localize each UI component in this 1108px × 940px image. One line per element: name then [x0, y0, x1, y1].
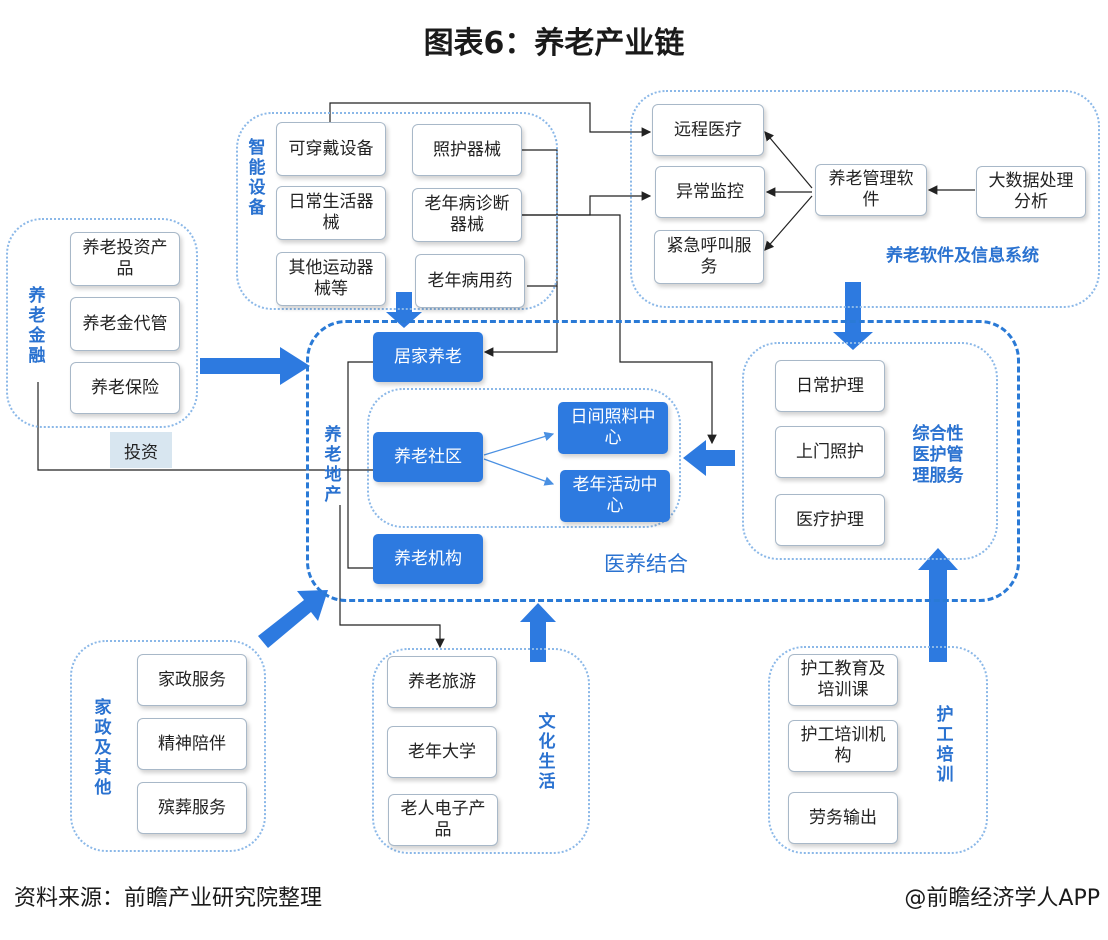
- smart-devices-label: 智能设备: [248, 138, 266, 218]
- finance-group: [6, 218, 198, 428]
- culture-tourism: 养老旅游: [387, 656, 497, 708]
- software-bigdata: 大数据处理分析: [976, 166, 1086, 218]
- device-geriatric-medicine: 老年病用药: [415, 254, 525, 308]
- medical-nursing: 医疗护理: [775, 494, 885, 546]
- training-labor-export: 劳务输出: [788, 792, 898, 844]
- integration-label: 医养结合: [604, 552, 688, 576]
- software-telemedicine: 远程医疗: [652, 104, 764, 156]
- finance-insurance: 养老保险: [70, 362, 180, 414]
- arrow-software-to-medical: [833, 282, 873, 350]
- integration-group: [306, 320, 1020, 602]
- arrow-culture-to-integration: [520, 603, 556, 662]
- medical-care-label: 综合性医护管理服务: [912, 424, 964, 486]
- software-label: 养老软件及信息系统: [886, 246, 1039, 266]
- arrow-devices-to-home: [386, 292, 422, 328]
- smart-devices-group: [236, 112, 558, 310]
- medical-home-visit: 上门照护: [775, 426, 885, 478]
- software-management: 养老管理软件: [815, 164, 927, 216]
- household-domestic-service: 家政服务: [137, 654, 247, 706]
- finance-investment-product: 养老投资产品: [70, 232, 180, 286]
- household-funeral: 殡葬服务: [137, 782, 247, 834]
- device-care-equipment: 照护器械: [412, 124, 522, 176]
- arrow-medical-to-activity: [683, 440, 735, 476]
- software-monitoring: 异常监控: [655, 166, 765, 218]
- credit-note: @前瞻经济学人APP: [904, 886, 1100, 911]
- culture-electronics: 老人电子产品: [388, 794, 498, 846]
- software-emergency-call: 紧急呼叫服务: [654, 230, 764, 284]
- finance-pension-custody: 养老金代管: [70, 297, 180, 351]
- household-label: 家政及其他: [94, 698, 112, 798]
- finance-label: 养老金融: [28, 286, 46, 366]
- software-group: [630, 90, 1100, 308]
- invest-label: 投资: [110, 432, 172, 468]
- device-exercise: 其他运动器械等: [276, 252, 386, 306]
- household-companionship: 精神陪伴: [137, 718, 247, 770]
- culture-group: [372, 648, 590, 854]
- day-care-center: 日间照料中心: [558, 402, 668, 454]
- device-wearable: 可穿戴设备: [276, 122, 386, 176]
- arrow-training-to-medical: [918, 548, 958, 662]
- source-note: 资料来源：前瞻产业研究院整理: [14, 886, 323, 911]
- training-group: [768, 646, 988, 854]
- device-diagnosis: 老年病诊断器械: [412, 188, 522, 242]
- page-title: 图表6：养老产业链: [423, 26, 685, 61]
- arrow-finance-to-realestate: [200, 347, 310, 385]
- training-label: 护工培训: [936, 705, 954, 785]
- arrow-household-to-realestate: [258, 590, 328, 648]
- medical-care-group: [742, 342, 998, 560]
- community-group: [367, 388, 681, 528]
- institution-care: 养老机构: [373, 534, 483, 584]
- training-course: 护工教育及培训课: [788, 654, 898, 706]
- community-care: 养老社区: [373, 432, 483, 482]
- culture-university: 老年大学: [387, 726, 497, 778]
- home-care: 居家养老: [373, 332, 483, 382]
- real-estate-label: 养老地产: [324, 425, 342, 505]
- device-daily-living: 日常生活器械: [276, 186, 386, 240]
- medical-daily-care: 日常护理: [775, 360, 885, 412]
- training-institution: 护工培训机构: [788, 720, 898, 772]
- household-group: [70, 640, 266, 852]
- activity-center: 老年活动中心: [560, 470, 670, 522]
- culture-label: 文化生活: [538, 712, 556, 792]
